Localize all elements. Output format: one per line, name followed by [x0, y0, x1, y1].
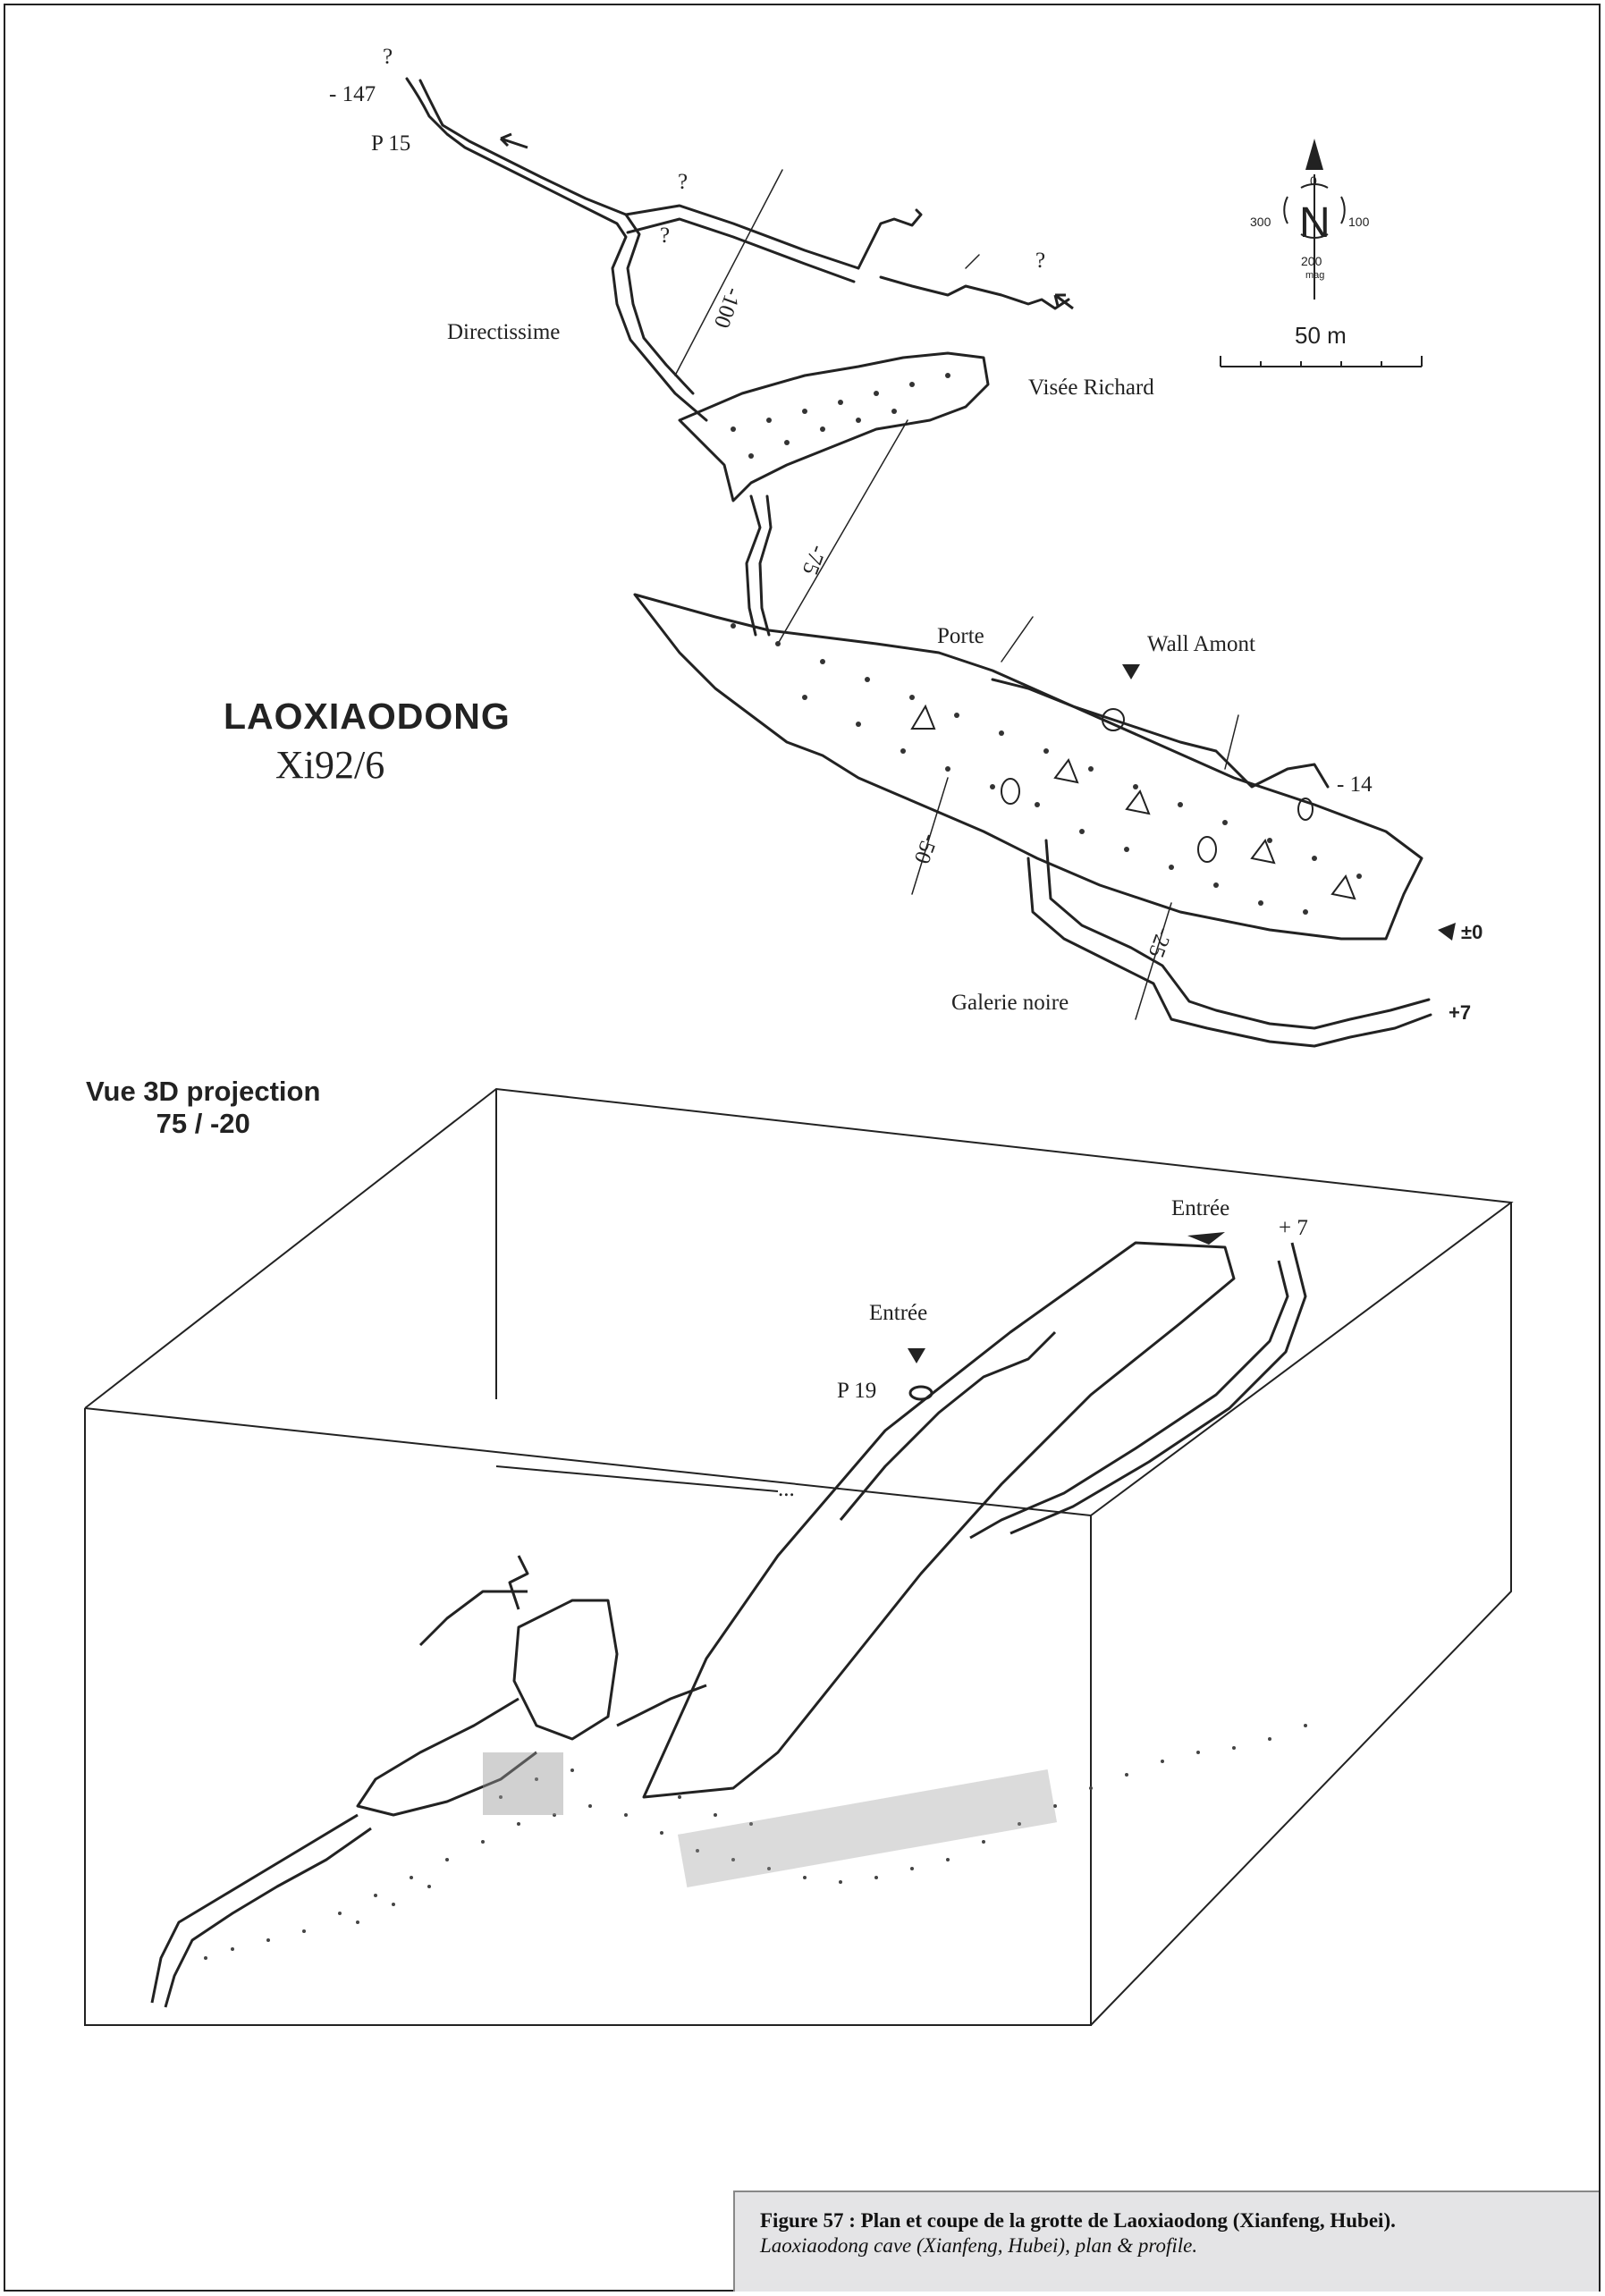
compass-deg-100: 100 [1348, 215, 1370, 229]
box-front [84, 1407, 1092, 2026]
scale-bar [1220, 356, 1423, 367]
plan-contour-porte [1001, 616, 1034, 663]
compass-rose [1283, 174, 1346, 300]
label-dots: ... [778, 1477, 795, 1501]
plan-galerie-noire [1026, 857, 1432, 1048]
label-depth-147: - 147 [329, 82, 376, 106]
label-p15: P 15 [371, 131, 411, 156]
map-code: Xi92/6 [275, 743, 385, 787]
view3d-loop-b [418, 1590, 528, 1647]
label-porte: Porte [937, 624, 984, 648]
label-question-c: ? [1035, 249, 1046, 273]
box-right [1090, 1203, 1512, 2026]
label-question-top: ? [383, 45, 393, 69]
plan-contour-100 [674, 169, 783, 376]
label-wall-amont: Wall Amont [1147, 632, 1255, 656]
plan-chamber-richard [678, 351, 990, 502]
label-entree-p19: Entrée [869, 1301, 928, 1325]
label-entree-top: Entrée [1171, 1196, 1230, 1220]
plan-link-passage [745, 494, 762, 637]
plan-contour-top [965, 254, 980, 269]
label-plus7-3d: + 7 [1279, 1216, 1308, 1240]
view3d-title-line2: 75 / -20 [156, 1108, 250, 1139]
compass-mag: mag [1305, 270, 1325, 281]
plan-contour-75 [777, 419, 908, 645]
view3d-main-gallery [642, 1241, 1236, 1799]
scale-bar-label: 50 m [1295, 322, 1347, 349]
plan-view-map [405, 77, 1456, 1048]
view3d-title: Vue 3D projection 75 / -20 [86, 1076, 320, 1140]
view3d-upper-gallery [839, 1330, 1057, 1521]
label-galerie-noire: Galerie noire [951, 991, 1069, 1015]
plan-entrance-wall-amont [1122, 664, 1140, 680]
plan-arrow-left [499, 132, 528, 149]
view3d-link [616, 1684, 707, 1727]
label-p19: P 19 [837, 1379, 877, 1403]
view3d-spur [508, 1555, 529, 1610]
view3d-left-chamber [512, 1599, 619, 1741]
plan-main-gallery [633, 593, 1423, 941]
view3d-entrance-top [1187, 1232, 1225, 1245]
north-arrow-icon [1305, 139, 1323, 170]
plan-contour-25 [1135, 902, 1172, 1020]
label-depth-14: - 14 [1337, 772, 1373, 797]
box-top [84, 1087, 1514, 1516]
caption-line1: Figure 57 : Plan et coupe de la grotte d… [760, 2209, 1396, 2232]
label-depth-0: ±0 [1461, 921, 1483, 943]
plan-upper-right-branch [857, 208, 923, 270]
label-depth-7: +7 [1449, 1001, 1472, 1024]
label-question-b: ? [660, 224, 671, 248]
view3d-side-passage [969, 1260, 1289, 1540]
compass-north-label: N [1299, 199, 1330, 247]
box-back-line [495, 1465, 779, 1492]
caption-line2: Laoxiaodong cave (Xianfeng, Hubei), plan… [760, 2234, 1198, 2257]
view3d-title-line1: Vue 3D projection [86, 1076, 321, 1107]
compass-deg-0: 0 [1310, 173, 1317, 188]
view3d-entrance-p19 [908, 1348, 925, 1363]
plan-galerie-noire-b [1044, 839, 1431, 1030]
view3d-side-passage-b [1009, 1242, 1307, 1535]
map-title: LAOXIAODONG [224, 696, 511, 737]
plan-loop-left [624, 204, 860, 270]
label-visee-richard: Visée Richard [1028, 376, 1154, 400]
label-question-a: ? [678, 170, 688, 194]
label-directissime: Directissime [447, 320, 561, 344]
compass-deg-300: 300 [1250, 215, 1271, 229]
view3d-tail [150, 1813, 359, 2004]
plan-loop-left-b [626, 217, 856, 283]
plan-wall-amont-branch [991, 678, 1330, 789]
plan-contour-50 [911, 777, 949, 895]
figure-caption: Figure 57 : Plan et coupe de la grotte d… [733, 2190, 1599, 2292]
plan-entrance-main [1438, 923, 1456, 941]
plan-arrow-right [1053, 293, 1074, 310]
plan-passage-upper-b [418, 79, 695, 395]
view3d-tail-b [164, 1827, 372, 2008]
view3d-loop [356, 1697, 537, 1817]
view3d-p19-shaft [908, 1385, 933, 1401]
view3d-map [84, 1087, 1514, 2026]
plan-right-branch [879, 275, 1070, 310]
plan-passage-upper [405, 77, 708, 422]
compass-deg-200: 200 [1301, 254, 1322, 268]
plan-contour-wall [1224, 714, 1239, 770]
plan-link-passage-b [758, 494, 773, 637]
